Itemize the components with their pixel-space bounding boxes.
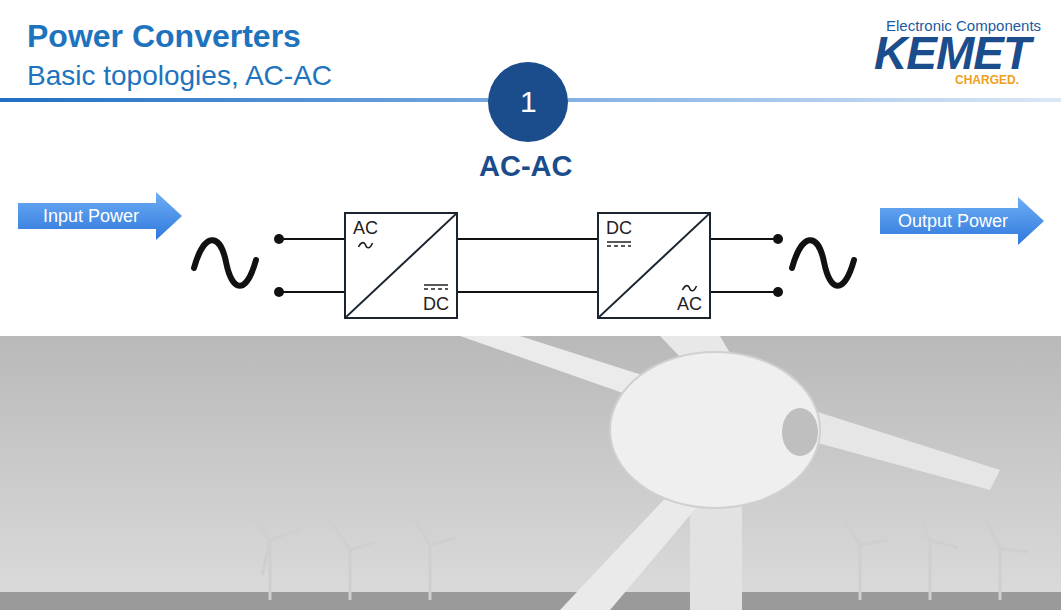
step-number: 1 <box>520 85 537 119</box>
converter-input-type: AC <box>353 218 378 239</box>
dc-symbol-solid <box>607 241 631 243</box>
logo-wordmark: KEMET <box>874 30 1030 76</box>
ac-symbol <box>359 243 373 248</box>
ac-dc-converter: AC DC <box>344 212 458 319</box>
output-arrow: Output Power <box>880 197 1044 245</box>
main-turbine <box>460 336 1000 610</box>
sky <box>0 336 1061 610</box>
arrow-body <box>18 192 182 240</box>
terminal-dots <box>274 234 783 297</box>
converter-output-type: AC <box>677 294 702 315</box>
topology-heading: AC-AC <box>479 150 572 183</box>
ac-symbol <box>682 286 696 291</box>
converter-output-type: DC <box>423 294 449 315</box>
arrow-body <box>880 197 1044 245</box>
slide-subtitle: Basic topologies, AC-AC <box>27 60 332 92</box>
ac-source-symbol <box>194 240 854 286</box>
converter-diagonal <box>346 214 456 317</box>
slide-title: Power Converters <box>27 18 301 55</box>
dc-link-wire <box>458 239 597 240</box>
dc-symbol-dashed <box>607 245 631 247</box>
dc-symbol-solid <box>424 284 448 286</box>
wire-line <box>458 291 597 293</box>
converter-input-type: DC <box>606 218 632 239</box>
arrow-label: Output Power <box>898 211 1008 232</box>
logo-slogan: CHARGED. <box>955 73 1019 87</box>
step-number-circle: 1 <box>488 62 568 142</box>
dc-ac-converter: DC AC <box>597 212 711 319</box>
wire-line <box>458 238 597 240</box>
arrow-label: Input Power <box>43 206 139 227</box>
terminal-wires <box>279 239 778 292</box>
dc-symbol-dashed <box>424 288 448 290</box>
ground <box>0 592 1061 610</box>
input-arrow: Input Power <box>18 192 182 240</box>
converter-diagonal <box>599 214 709 317</box>
dc-link-wire <box>458 292 597 293</box>
